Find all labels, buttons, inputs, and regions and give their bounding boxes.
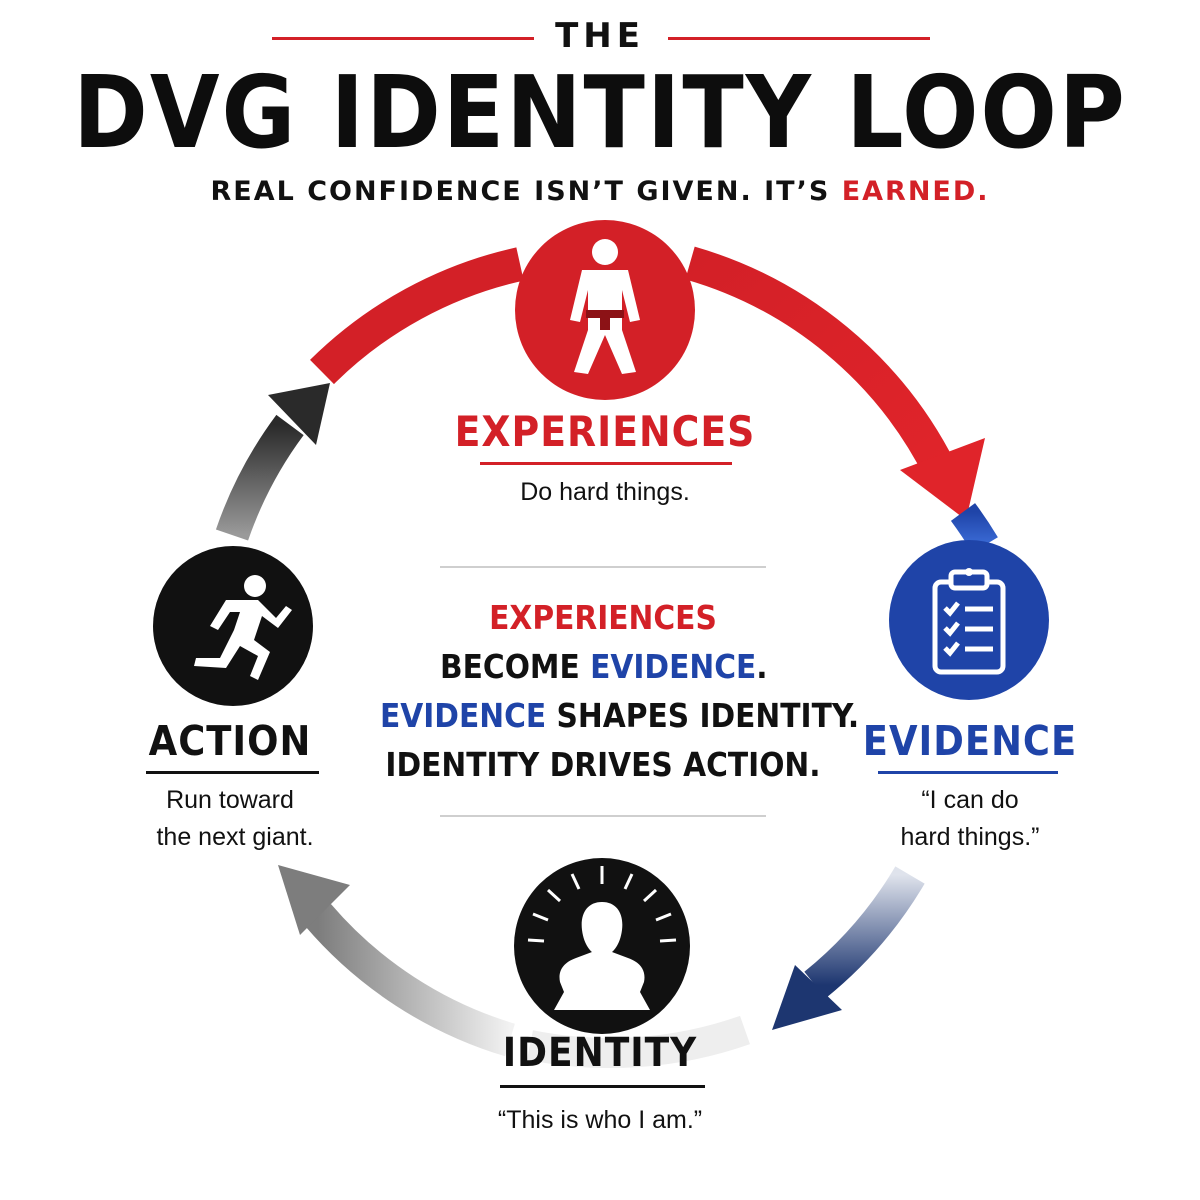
identity-underline [500, 1085, 705, 1088]
evidence-circle [889, 540, 1049, 700]
karate-figure-icon [570, 239, 640, 374]
arc-experiences-to-evidence [685, 246, 956, 478]
evidence-description-line1: “I can do [921, 786, 1019, 814]
center-line-3-lead: EVIDENCE [380, 696, 547, 735]
identity-description: “This is who I am.” [497, 1106, 703, 1134]
identity-title: IDENTITY [502, 1030, 698, 1076]
center-line-1: EXPERIENCES [489, 598, 717, 637]
center-divider-bottom [440, 815, 766, 817]
arrowhead-to-experiences [268, 383, 330, 445]
center-line-2-lead: BECOME [440, 647, 591, 686]
experiences-underline [480, 462, 732, 465]
subtitle-emphasis: EARNED. [841, 176, 990, 207]
runner-icon [194, 575, 292, 680]
arc-identity-to-action [527, 1015, 750, 1069]
evidence-underline [878, 771, 1058, 774]
arc-evidence-to-identity [804, 866, 925, 999]
page-title: DVG IDENTITY LOOP [73, 54, 1127, 171]
arc-action-to-experiences-red [310, 247, 524, 385]
evidence-description-line2: hard things.” [900, 823, 1040, 851]
header-rule-left [272, 37, 534, 40]
center-line-2-tail: . [756, 647, 768, 686]
header-rule-right [668, 37, 930, 40]
center-line-3-tail: SHAPES IDENTITY. [546, 696, 860, 735]
subtitle-lead: REAL CONFIDENCE ISN’T GIVEN. IT’S [210, 176, 842, 207]
title-kicker: THE [555, 16, 645, 56]
center-line-3: EVIDENCE SHAPES IDENTITY. [380, 696, 859, 735]
arc-action-to-top [215, 414, 304, 541]
action-title: ACTION [148, 717, 312, 765]
action-description-line1: Run toward [166, 786, 294, 814]
subtitle: REAL CONFIDENCE ISN’T GIVEN. IT’S EARNED… [0, 176, 1200, 207]
experiences-title: EXPERIENCES [454, 407, 756, 456]
action-underline [146, 771, 319, 774]
arrowhead-to-action [278, 865, 350, 935]
center-line-2: BECOME EVIDENCE. [440, 647, 768, 686]
center-divider-top [440, 566, 766, 568]
arc-identity-to-action-left [305, 903, 515, 1057]
arrowhead-to-evidence [900, 438, 985, 520]
clipboard-checklist-icon [932, 568, 1006, 675]
evidence-title: EVIDENCE [862, 717, 1078, 765]
action-circle [153, 546, 313, 706]
center-line-2-emphasis: EVIDENCE [590, 647, 757, 686]
center-line-4: IDENTITY DRIVES ACTION. [385, 745, 821, 784]
arrowhead-to-identity [772, 965, 842, 1030]
experiences-description: Do hard things. [520, 478, 690, 506]
radiant-person-icon [527, 866, 677, 1010]
action-description-line2: the next giant. [156, 823, 314, 851]
